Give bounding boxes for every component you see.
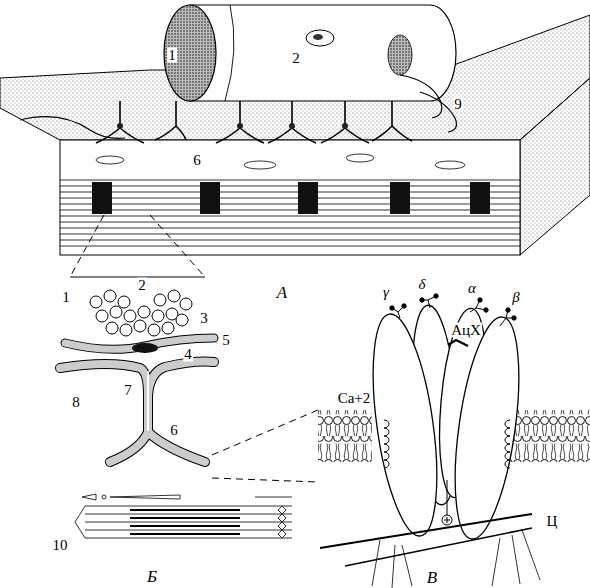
callout-number: 2 <box>137 278 147 293</box>
ion-label: Ca+2 <box>337 391 372 406</box>
subunit-label: δ <box>418 277 427 292</box>
figure-letter: В <box>426 568 438 585</box>
callout-number: 6 <box>192 153 202 168</box>
callout-number: 1 <box>61 290 71 305</box>
muscle-fibre-block <box>0 15 590 255</box>
myofibril <box>75 494 292 538</box>
figure-letter: А <box>276 284 288 301</box>
ligand-label: АцХ <box>450 323 482 338</box>
nerve-terminals <box>96 101 412 143</box>
callout-number: 9 <box>453 97 463 112</box>
callout-number: 1 <box>167 48 177 63</box>
callout-number: 4 <box>183 347 193 362</box>
callout-number: 3 <box>199 311 209 326</box>
callout-number: 8 <box>71 395 81 410</box>
callout-number: 7 <box>123 383 133 398</box>
callout-number: 10 <box>52 538 69 553</box>
acetylcholine-receptor <box>362 304 531 543</box>
callout-number: 2 <box>291 51 301 66</box>
synaptic-membranes <box>60 338 214 462</box>
zoom-lines <box>212 410 318 482</box>
glycosylation-chains <box>390 294 516 326</box>
subunit-label: α <box>467 281 477 296</box>
subunit-label: γ <box>382 285 390 300</box>
callout-letter: Ц <box>546 514 559 529</box>
nerve-fibre <box>164 5 456 132</box>
callout-number: 5 <box>221 333 231 348</box>
zoom-cone <box>70 215 205 277</box>
callout-number: 6 <box>169 423 179 438</box>
cytoskeleton <box>320 514 540 588</box>
figure-letter: Б <box>146 568 158 585</box>
subunit-label: β <box>511 290 520 305</box>
vesicles <box>90 290 192 336</box>
